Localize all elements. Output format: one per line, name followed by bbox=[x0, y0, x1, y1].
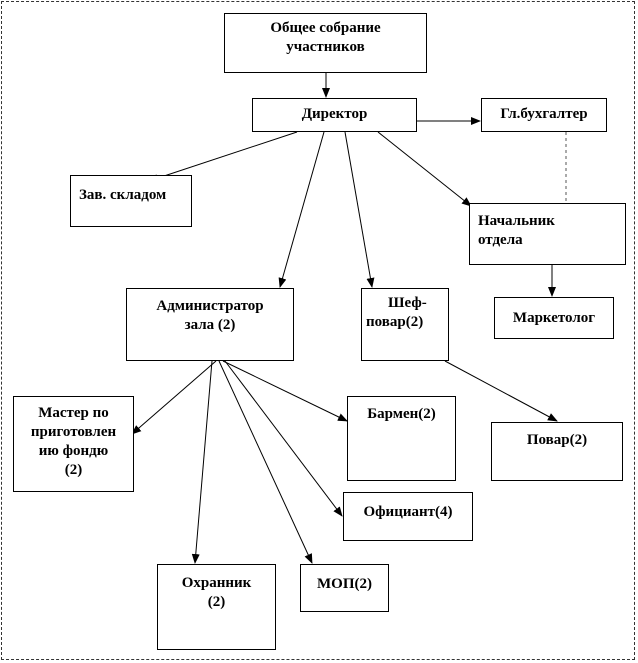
node-cleaning-staff: МОП(2) bbox=[300, 564, 389, 612]
node-department-head: Начальник отдела bbox=[469, 203, 626, 265]
node-text-line: Зав. складом bbox=[79, 187, 167, 203]
node-text-line: Гл.бухгалтер bbox=[500, 106, 588, 122]
connector-admin-to-waiter bbox=[224, 360, 343, 517]
node-waiter: Официант(4) bbox=[343, 492, 473, 541]
connector-director-to-admin bbox=[278, 131, 325, 288]
node-barman: Бармен(2) bbox=[347, 396, 456, 481]
node-text-line: Общее собрание bbox=[270, 20, 381, 36]
node-fondue-master: Мастер по приготовлен ию фондю (2) bbox=[13, 396, 134, 492]
node-text-line: Маркетолог bbox=[512, 310, 596, 326]
node-cook: Повар(2) bbox=[491, 422, 623, 481]
node-text-line: Мастер по bbox=[38, 405, 109, 421]
node-warehouse-manager: Зав. складом bbox=[70, 175, 192, 227]
node-text-line: Повар(2) bbox=[526, 432, 588, 448]
connector-director-to-dept bbox=[377, 131, 472, 207]
node-chef: Шеф- повар(2) bbox=[361, 288, 449, 361]
node-text-line: отдела bbox=[478, 232, 523, 248]
node-text-line: (2) bbox=[64, 462, 83, 478]
node-chief-accountant: Гл.бухгалтер bbox=[481, 98, 607, 132]
connector-chef-to-cook bbox=[444, 360, 558, 422]
node-text-line: Охранник bbox=[181, 575, 252, 591]
node-text-line: приготовлен bbox=[30, 424, 117, 440]
node-hall-administrator: Администратор зала (2) bbox=[126, 288, 294, 361]
connector-admin-to-guard bbox=[191, 360, 213, 564]
node-text-line: зала (2) bbox=[184, 317, 236, 333]
node-text-line: Шеф- bbox=[388, 295, 427, 311]
node-text-line: МОП(2) bbox=[317, 576, 372, 592]
node-text-line: ию фондю bbox=[38, 443, 109, 459]
node-text-line: (2) bbox=[207, 594, 226, 610]
node-text-line: Директор bbox=[301, 106, 368, 122]
node-general-meeting: Общее собрание участников bbox=[224, 13, 427, 73]
node-text-line: Начальник bbox=[478, 213, 555, 229]
connector-director-to-warehouse bbox=[148, 131, 298, 182]
node-text-line: участников bbox=[286, 39, 365, 55]
connector-admin-to-fondue bbox=[131, 360, 217, 435]
connector-admin-to-barman bbox=[222, 360, 348, 422]
node-text-line: Администратор bbox=[156, 298, 264, 314]
node-director: Директор bbox=[252, 98, 417, 132]
node-text-line: повар(2) bbox=[366, 314, 424, 330]
connector-director-to-chef bbox=[344, 131, 375, 288]
node-text-line: Бармен(2) bbox=[367, 406, 436, 422]
node-text-line: Официант(4) bbox=[363, 504, 453, 520]
node-guard: Охранник (2) bbox=[157, 564, 276, 650]
node-marketer: Маркетолог bbox=[494, 297, 614, 339]
connector-admin-to-mop bbox=[218, 360, 313, 564]
